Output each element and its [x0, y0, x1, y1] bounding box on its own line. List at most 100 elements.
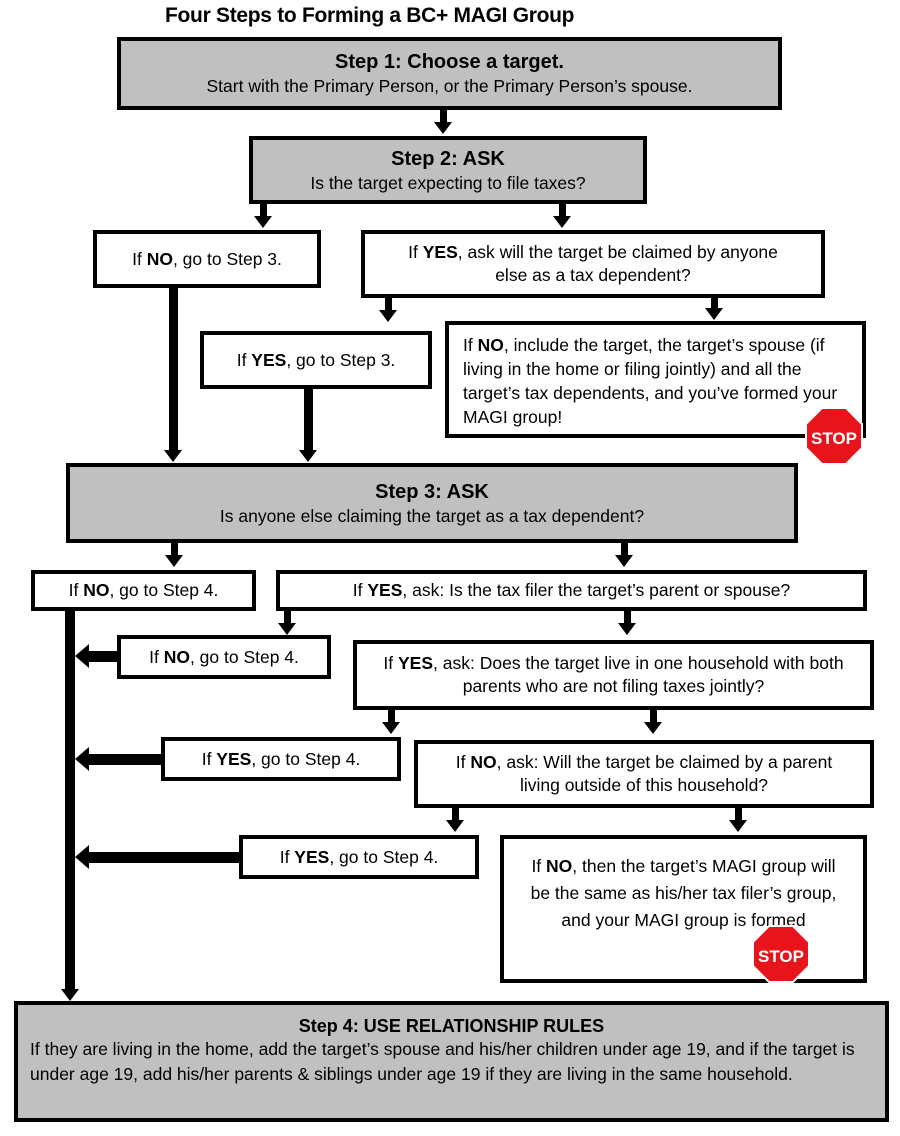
arrow-down-icon [254, 216, 272, 228]
step2-text: Is the target expecting to file taxes? [310, 172, 586, 193]
answer-yes: YES [216, 748, 252, 769]
arrow-left-icon [75, 845, 89, 869]
step2-heading: Step 2: ASK [391, 147, 505, 170]
connector [559, 204, 566, 218]
s3-yes-box: If YES, ask: Is the tax filer the target… [276, 570, 867, 611]
arrow-down-icon [61, 989, 79, 1001]
text: , then the target’s MAGI group will be t… [530, 856, 837, 930]
diagram-title: Four Steps to Forming a BC+ MAGI Group [165, 4, 575, 27]
answer-yes: YES [398, 653, 434, 673]
s3-yy-yes-box: If YES, go to Step 4. [161, 737, 401, 781]
answer-no: NO [146, 248, 173, 269]
arrow-down-icon [729, 820, 747, 832]
arrow-down-icon [618, 623, 636, 635]
connector [388, 710, 395, 724]
arrow-down-icon [299, 450, 317, 462]
s3-yyn-no-box: If NO, then the target’s MAGI group will… [500, 835, 867, 983]
prefix: If [132, 248, 147, 269]
prefix: If [455, 752, 471, 772]
connector [624, 611, 631, 625]
text: , ask: Does the target live in one house… [433, 653, 844, 696]
connector [304, 389, 313, 450]
s2-no-box: If NO, go to Step 3. [93, 230, 321, 288]
stop-label: STOP [758, 947, 804, 966]
prefix: If [463, 335, 478, 355]
step1-text: Start with the Primary Person, or the Pr… [206, 76, 693, 96]
answer-yes: YES [422, 242, 458, 262]
connector [88, 651, 117, 662]
stop-sign-icon: STOP [752, 925, 810, 983]
text: , include the target, the target’s spous… [463, 335, 838, 427]
arrow-down-icon [278, 623, 296, 635]
s3-no-box: If NO, go to Step 4. [31, 570, 256, 611]
step1-box: Step 1: Choose a target. Start with the … [117, 37, 782, 110]
s3-yes-no-box: If NO, go to Step 4. [117, 635, 331, 679]
arrow-down-icon [434, 122, 452, 134]
stop-label: STOP [811, 429, 857, 448]
connector [711, 298, 718, 310]
text: , go to Step 4. [329, 846, 439, 867]
s2-yes-yes-box: If YES, go to Step 3. [200, 331, 432, 389]
arrow-down-icon [446, 820, 464, 832]
s3-yes-yes-box: If YES, ask: Does the target live in one… [353, 640, 874, 710]
answer-yes: YES [367, 580, 403, 600]
text: , ask will the target be claimed by anyo… [457, 242, 778, 285]
arrow-down-icon [553, 216, 571, 228]
arrow-left-icon [75, 747, 89, 771]
answer-no: NO [470, 752, 497, 772]
connector [171, 543, 178, 556]
prefix: If [531, 856, 547, 876]
text: , ask: Is the tax filer the target’s par… [402, 580, 791, 600]
step1-heading: Step 1: Choose a target. [335, 51, 564, 73]
s2-yes-no-box: If NO, include the target, the target’s … [445, 321, 866, 438]
connector [452, 808, 459, 822]
connector [284, 611, 291, 625]
arrow-down-icon [382, 722, 400, 734]
connector [650, 710, 657, 724]
connector [440, 110, 447, 124]
step4-heading: Step 4: USE RELATIONSHIP RULES [298, 1016, 605, 1036]
connector [88, 852, 239, 863]
text: , go to Step 4. [189, 646, 299, 667]
connector [385, 298, 392, 312]
answer-yes: YES [294, 846, 330, 867]
s3-yy-no-box: If NO, ask: Will the target be claimed b… [414, 740, 874, 808]
prefix: If [352, 580, 368, 600]
answer-no: NO [83, 580, 110, 600]
step4-box: Step 4: USE RELATIONSHIP RULES If they a… [14, 1001, 889, 1122]
arrow-down-icon [705, 308, 723, 320]
connector [260, 204, 267, 218]
step2-box: Step 2: ASK Is the target expecting to f… [249, 136, 647, 204]
text: , ask: Will the target be claimed by a p… [496, 752, 833, 795]
arrow-down-icon [165, 555, 183, 567]
arrow-left-icon [75, 644, 89, 668]
connector [621, 543, 628, 556]
trunk-line [65, 611, 75, 991]
prefix: If [408, 242, 423, 262]
prefix: If [236, 349, 252, 370]
arrow-down-icon [164, 450, 182, 462]
answer-no: NO [546, 856, 573, 876]
prefix: If [68, 580, 84, 600]
s2-yes-box: If YES, ask will the target be claimed b… [361, 230, 825, 298]
text: , go to Step 3. [286, 349, 396, 370]
answer-no: NO [163, 646, 190, 667]
text: , go to Step 3. [172, 248, 282, 269]
arrow-down-icon [379, 310, 397, 322]
prefix: If [201, 748, 217, 769]
step4-text: If they are living in the home, add the … [30, 1039, 855, 1084]
text: , go to Step 4. [251, 748, 361, 769]
step3-text: Is anyone else claiming the target as a … [219, 505, 645, 526]
answer-no: NO [477, 335, 504, 355]
prefix: If [383, 653, 398, 673]
prefix: If [279, 846, 295, 867]
arrow-down-icon [615, 555, 633, 567]
prefix: If [149, 646, 164, 667]
text: , go to Step 4. [109, 580, 219, 600]
step3-box: Step 3: ASK Is anyone else claiming the … [66, 463, 798, 543]
stop-sign-icon: STOP [805, 407, 863, 465]
connector [169, 288, 178, 450]
connector [88, 754, 161, 765]
step3-heading: Step 3: ASK [375, 480, 489, 503]
answer-yes: YES [251, 349, 287, 370]
